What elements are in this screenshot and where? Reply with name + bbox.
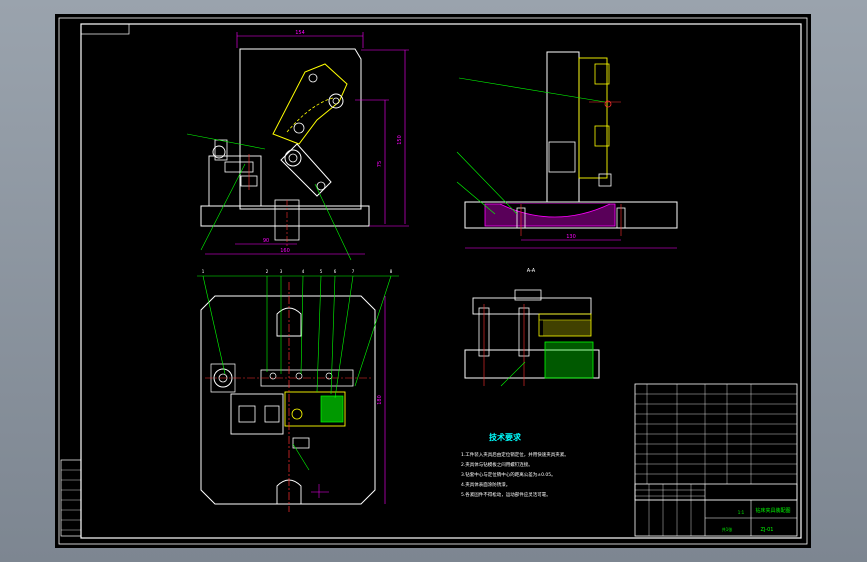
drawing-canvas: 154 150 75 90 160 130 bbox=[58, 17, 808, 545]
drawing-scale: 1:1 bbox=[738, 510, 745, 515]
tech-line-1: 1.工件装入夹具后由定位销定位，并用快速夹具夹紧。 bbox=[461, 451, 569, 458]
corner-tag bbox=[80, 23, 130, 35]
section-view bbox=[464, 289, 600, 387]
title-block bbox=[634, 483, 798, 537]
dim-side-width: 130 bbox=[566, 234, 576, 240]
tech-line-4: 4.夹具体表面涂防锈漆。 bbox=[461, 481, 510, 488]
balloon-label: 2 bbox=[266, 269, 269, 274]
drawing-name: 钻床夹具装配图 bbox=[755, 507, 790, 514]
balloon-label: 5 bbox=[320, 269, 323, 274]
tech-line-2: 2.夹具体与钻模板之间用螺钉连接。 bbox=[461, 461, 533, 468]
dim-top-width: 154 bbox=[295, 30, 305, 36]
plan-clamp bbox=[284, 391, 346, 427]
side-view bbox=[456, 51, 678, 249]
balloon-label: 6 bbox=[334, 269, 337, 274]
dim-plan-height: 180 bbox=[377, 395, 383, 405]
tech-title: 技术要求 bbox=[489, 432, 522, 442]
tech-notes: 1.工件装入夹具后由定位销定位，并用快速夹具夹紧。 2.夹具体与钻模板之间用螺钉… bbox=[461, 451, 569, 498]
parts-list bbox=[634, 383, 798, 501]
tech-line-5: 5.各紧固件不得松动，运动部件应灵活可靠。 bbox=[461, 491, 551, 498]
balloons: 1 2 3 4 5 6 7 8 bbox=[202, 269, 393, 274]
drawing-sheet: 共1张 bbox=[722, 526, 733, 532]
dim-height-inner: 75 bbox=[377, 161, 383, 167]
dim-height-outer: 150 bbox=[397, 135, 403, 145]
balloon-label: 1 bbox=[202, 269, 205, 274]
drawing-number: ZJ-01 bbox=[761, 527, 774, 533]
balloon-label: 7 bbox=[352, 269, 355, 274]
inner-border bbox=[80, 23, 802, 539]
cad-viewport[interactable]: 154 150 75 90 160 130 bbox=[55, 14, 811, 548]
dim-bottom-b: 160 bbox=[280, 248, 290, 254]
outer-border bbox=[58, 17, 808, 545]
clamp-lever bbox=[272, 63, 348, 145]
section-label: A-A bbox=[527, 268, 536, 274]
balloon-label: 4 bbox=[302, 269, 305, 274]
tech-line-3: 3.钻套中心与定位销中心的距离公差为±0.05。 bbox=[461, 471, 556, 478]
left-revision-table bbox=[60, 459, 82, 537]
balloon-label: 3 bbox=[280, 269, 283, 274]
balloon-label: 8 bbox=[390, 269, 393, 274]
front-view bbox=[186, 32, 409, 261]
dim-bottom-a: 90 bbox=[263, 238, 269, 244]
plan-view bbox=[197, 275, 399, 512]
